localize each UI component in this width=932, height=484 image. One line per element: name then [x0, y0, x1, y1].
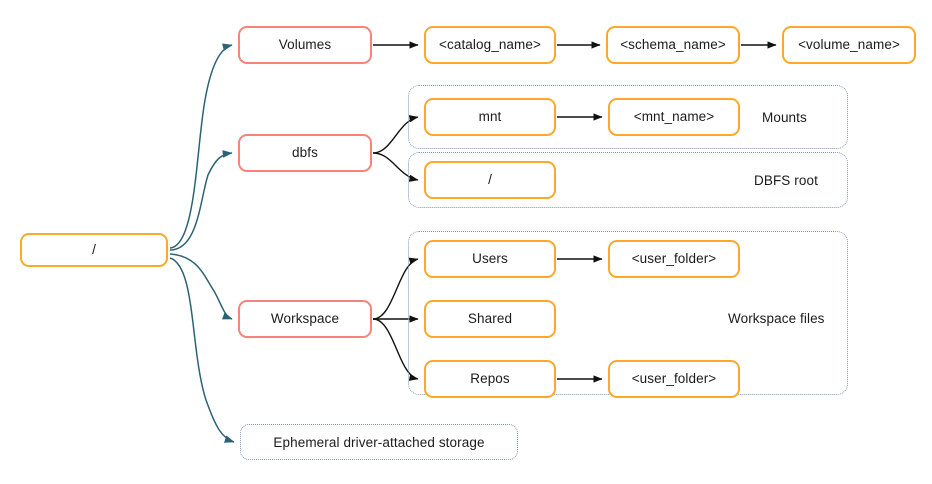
- node-volume-name[interactable]: <volume_name>: [782, 26, 916, 64]
- node-root[interactable]: /: [20, 233, 168, 267]
- node-catalog-name[interactable]: <catalog_name>: [424, 26, 556, 64]
- edge-root-to-workspace: [169, 253, 233, 320]
- node-repos-user-folder[interactable]: <user_folder>: [608, 360, 740, 398]
- node-users[interactable]: Users: [424, 240, 556, 278]
- node-shared[interactable]: Shared: [424, 300, 556, 338]
- edge-root-to-dbfs: [169, 150, 233, 251]
- node-ephemeral-storage[interactable]: Ephemeral driver-attached storage: [240, 424, 518, 460]
- node-users-user-folder[interactable]: <user_folder>: [608, 240, 740, 278]
- node-workspace[interactable]: Workspace: [238, 300, 372, 338]
- node-dbfs[interactable]: dbfs: [238, 134, 372, 172]
- node-repos[interactable]: Repos: [424, 360, 556, 398]
- group-dbfs-root-label: DBFS root: [754, 173, 818, 188]
- edge-root-to-volumes: [169, 43, 233, 249]
- edge-root-to-ephemeral: [169, 257, 235, 443]
- group-mounts-label: Mounts: [762, 110, 807, 125]
- node-schema-name[interactable]: <schema_name>: [606, 26, 740, 64]
- node-mnt-name[interactable]: <mnt_name>: [608, 98, 740, 136]
- edges-from-root: [169, 43, 235, 443]
- node-dbfs-root-slash[interactable]: /: [424, 161, 556, 199]
- group-workspace-files-label: Workspace files: [728, 311, 825, 326]
- node-volumes[interactable]: Volumes: [238, 26, 372, 64]
- node-mnt[interactable]: mnt: [424, 98, 556, 136]
